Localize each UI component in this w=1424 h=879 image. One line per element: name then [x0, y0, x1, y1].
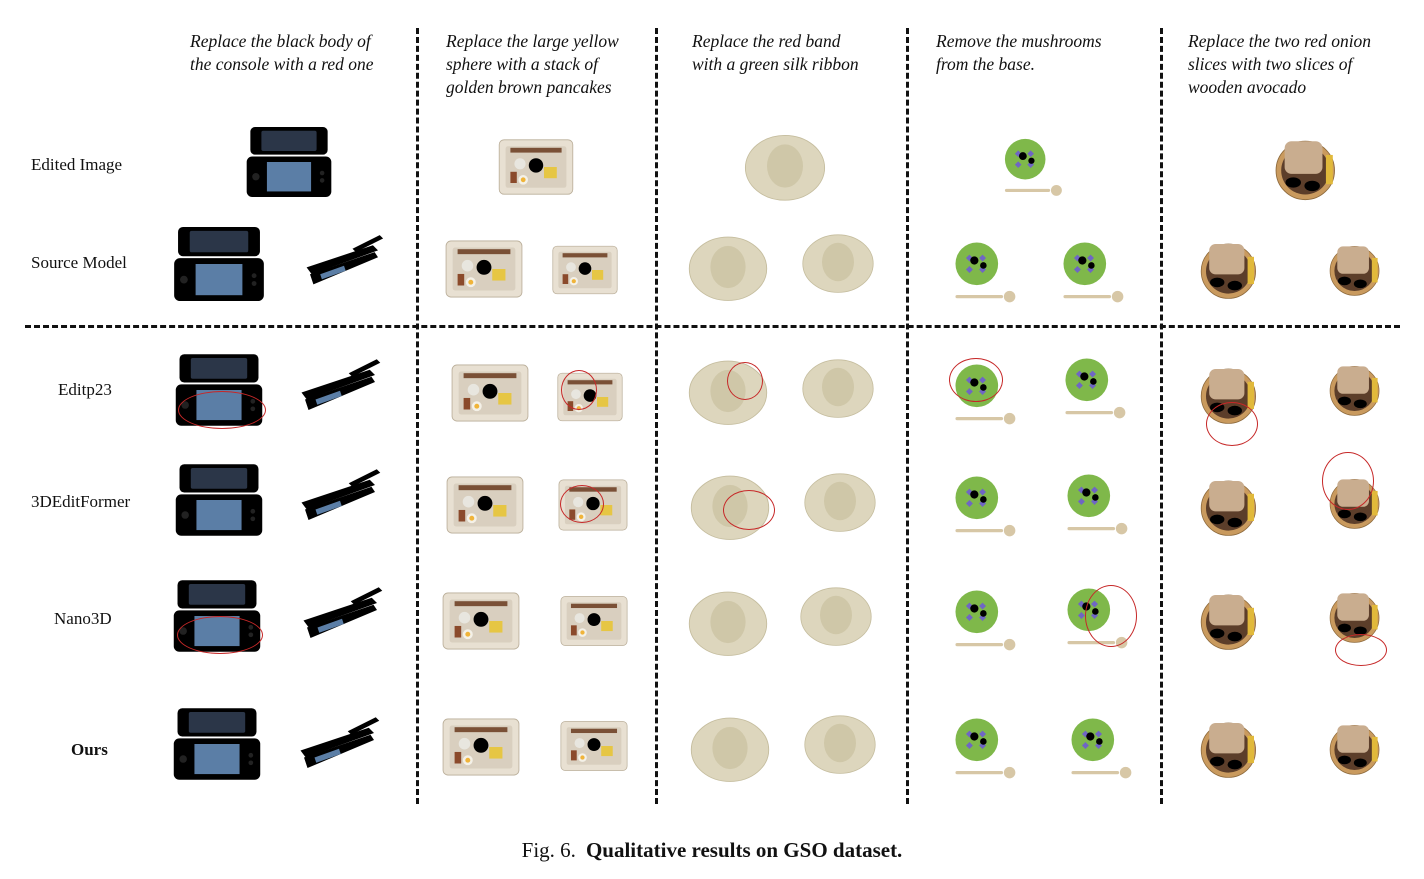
nano3d-tray-front: [438, 588, 524, 654]
source-hat-front: [684, 228, 772, 306]
ours-base-front: [944, 708, 1026, 788]
figure-title: Qualitative results on GSO dataset.: [585, 838, 903, 862]
prompt-line: sphere with a stack of: [446, 54, 598, 74]
edited-image-hat: [740, 127, 830, 205]
row-label-nano3d: Nano3D: [54, 609, 112, 628]
error-highlight-circle: [560, 485, 604, 523]
nano3d-hat-side: [796, 574, 876, 656]
prompt-line: Replace the two red onion: [1188, 31, 1372, 51]
ours-bowl-side: [1320, 704, 1392, 790]
error-highlight-circle: [561, 370, 597, 410]
nano3d-hat-front: [684, 582, 772, 662]
ours-console-side: [290, 712, 388, 782]
editp23-hat-side: [798, 346, 878, 428]
editformer-tray-front: [442, 472, 528, 538]
ours-bowl-front: [1190, 704, 1270, 790]
prompt-line: golden brown pancakes: [446, 77, 612, 97]
editformer-bowl-front: [1190, 462, 1270, 548]
prompt-col-5: Replace the two red onion slices with tw…: [1188, 30, 1371, 99]
ours-base-side: [1060, 706, 1142, 790]
row-label-ours: Ours: [71, 740, 108, 759]
source-bowl-side: [1320, 226, 1392, 310]
error-highlight-circle: [1322, 452, 1374, 510]
editformer-console-front: [172, 462, 266, 538]
prompt-col-1: Replace the black body of the console wi…: [190, 30, 374, 76]
ours-tray-front: [438, 714, 524, 780]
source-hat-side: [798, 222, 878, 302]
source-base-side: [1052, 232, 1134, 312]
source-console-front: [170, 225, 268, 303]
prompt-line: Replace the red band: [692, 31, 841, 51]
column-divider: [906, 28, 909, 804]
prompt-col-3: Replace the red band with a green silk r…: [692, 30, 859, 76]
editformer-hat-side: [800, 460, 880, 542]
error-highlight-circle: [1335, 634, 1387, 666]
prompt-line: Replace the black body of: [190, 31, 371, 51]
ours-hat-side: [800, 702, 880, 784]
source-tray-front: [440, 236, 528, 302]
editp23-console-side: [292, 354, 388, 424]
column-divider: [1160, 28, 1163, 804]
prompt-line: Replace the large yellow: [446, 31, 619, 51]
error-highlight-circle: [1085, 585, 1137, 647]
error-highlight-circle: [727, 362, 763, 400]
row-label-source-model: Source Model: [31, 253, 127, 272]
column-divider: [416, 28, 419, 804]
source-tray-side: [550, 230, 620, 310]
error-highlight-circle: [949, 358, 1003, 402]
column-divider: [655, 28, 658, 804]
error-highlight-circle: [723, 490, 775, 530]
source-bowl-front: [1190, 226, 1270, 310]
nano3d-console-side: [294, 582, 390, 652]
figure-number: Fig. 6.: [521, 838, 576, 862]
error-highlight-circle: [178, 391, 266, 429]
prompt-line: the console with a red one: [190, 54, 374, 74]
editp23-tray-front: [448, 360, 532, 426]
error-highlight-circle: [177, 616, 263, 654]
ours-hat-front: [686, 708, 774, 788]
editformer-base-side: [1056, 462, 1138, 546]
prompt-line: with a green silk ribbon: [692, 54, 859, 74]
row-divider: [25, 325, 1400, 328]
editformer-console-side: [292, 464, 388, 534]
row-label-edited-image: Edited Image: [31, 155, 123, 174]
edited-image-tray: [493, 135, 579, 199]
ours-console-front: [170, 706, 264, 782]
source-console-side: [295, 230, 393, 298]
prompt-line: from the base.: [936, 54, 1035, 74]
error-highlight-circle: [1206, 402, 1258, 446]
editp23-base-side: [1054, 346, 1136, 430]
editp23-bowl-side: [1320, 346, 1392, 430]
nano3d-base-front: [944, 580, 1026, 660]
prompt-line: slices with two slices of: [1188, 54, 1353, 74]
row-label-3deditformer: 3DEditFormer: [31, 492, 131, 511]
row-label-editp23: Editp23: [58, 380, 112, 399]
prompt-line: wooden avocado: [1188, 77, 1307, 97]
edited-image-console: [243, 125, 335, 199]
nano3d-bowl-front: [1190, 576, 1270, 662]
source-base-front: [944, 232, 1026, 312]
edited-image-base: [994, 128, 1072, 206]
edited-image-bowl: [1264, 124, 1350, 210]
ours-tray-side: [558, 704, 630, 788]
figure-caption: Fig. 6. Qualitative results on GSO datase…: [0, 838, 1424, 863]
nano3d-tray-side: [558, 580, 630, 662]
editformer-base-front: [944, 466, 1026, 546]
prompt-line: Remove the mushrooms: [936, 31, 1102, 51]
prompt-col-4: Remove the mushrooms from the base.: [936, 30, 1102, 76]
prompt-col-2: Replace the large yellow sphere with a s…: [446, 30, 619, 99]
